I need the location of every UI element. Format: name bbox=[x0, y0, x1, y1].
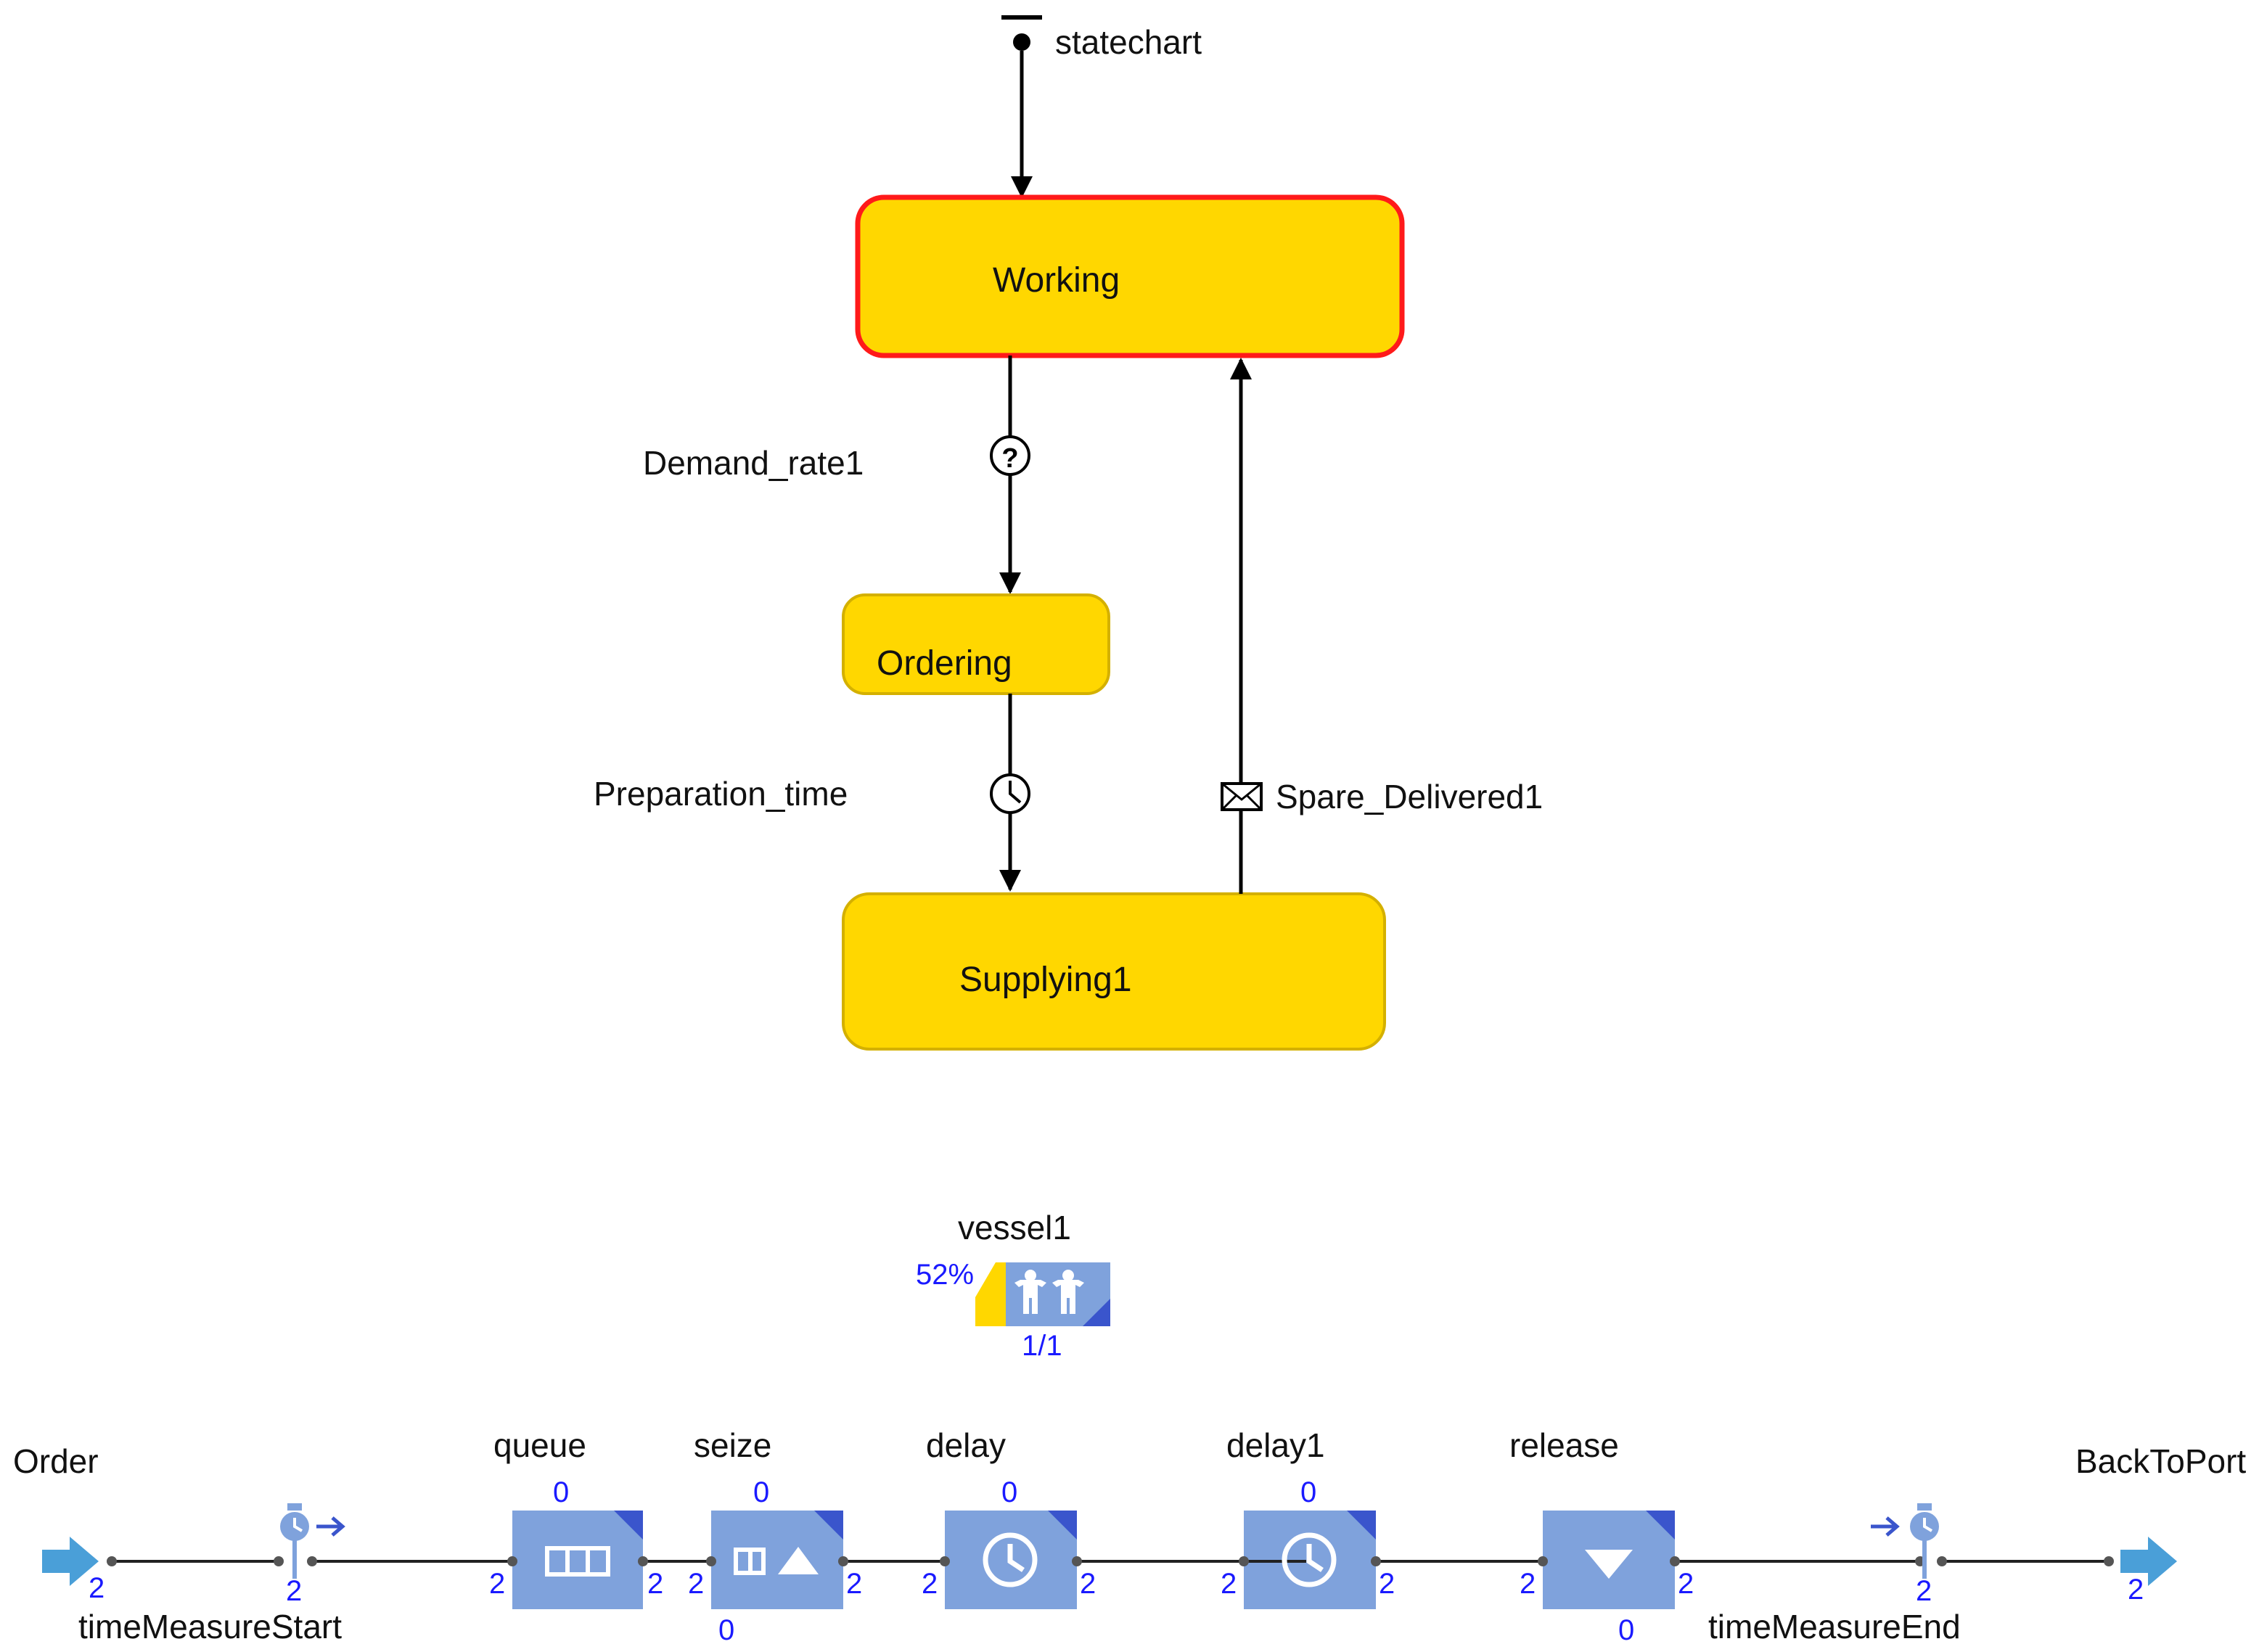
block-delay1-label: delay1 bbox=[1226, 1426, 1325, 1464]
condition-icon-glyph: ? bbox=[1001, 443, 1018, 474]
block-delay-label: delay bbox=[926, 1426, 1006, 1464]
state-supplying[interactable]: Supplying1 bbox=[842, 892, 1386, 1051]
block-release-out-count: 2 bbox=[1678, 1568, 1694, 1600]
time-measure-start[interactable]: 2 timeMeasureStart bbox=[78, 1503, 345, 1645]
block-seize[interactable]: seize 0 2 2 0 bbox=[688, 1426, 862, 1646]
statechart-label: statechart bbox=[1055, 23, 1202, 61]
transition-demand-label: Demand_rate1 bbox=[643, 444, 864, 482]
resource-pool-people-icon bbox=[1014, 1270, 1084, 1314]
resource-pool-corner bbox=[1083, 1299, 1110, 1326]
statechart: statechart Working ? Demand_rate1 Orderi… bbox=[594, 15, 1543, 1051]
resource-pool-utilization: 52% bbox=[916, 1259, 974, 1291]
source-order-label: Order bbox=[13, 1442, 99, 1480]
block-seize-label: seize bbox=[694, 1426, 771, 1464]
seize-icon bbox=[734, 1547, 819, 1575]
block-delay1-in-count: 2 bbox=[1221, 1568, 1237, 1600]
time-measure-start-icon bbox=[280, 1503, 345, 1541]
block-seize-bottom-count: 0 bbox=[718, 1614, 734, 1646]
block-delay-out-count: 2 bbox=[1080, 1568, 1096, 1600]
transition-preparation[interactable]: Preparation_time bbox=[594, 694, 1030, 892]
transition-demand[interactable]: ? Demand_rate1 bbox=[643, 356, 1030, 594]
transition-delivered[interactable]: Spare_Delivered1 bbox=[1221, 358, 1543, 894]
block-queue-out-count: 2 bbox=[647, 1568, 663, 1600]
exit-arrow-icon bbox=[2120, 1537, 2177, 1586]
block-release-bottom-count: 0 bbox=[1618, 1614, 1634, 1646]
resource-pool-name: vessel1 bbox=[958, 1209, 1071, 1246]
state-working[interactable]: Working bbox=[855, 194, 1405, 358]
block-delay1[interactable]: delay1 0 2 2 bbox=[1221, 1426, 1395, 1609]
enter-arrow-icon bbox=[42, 1537, 99, 1586]
block-seize-out-count: 2 bbox=[846, 1568, 862, 1600]
block-queue-label: queue bbox=[493, 1426, 586, 1464]
state-working-label: Working bbox=[993, 261, 1120, 300]
block-delay-in-count: 2 bbox=[922, 1568, 938, 1600]
release-icon bbox=[1585, 1550, 1633, 1579]
block-delay1-out-count: 2 bbox=[1379, 1568, 1395, 1600]
utilization-fill bbox=[975, 1262, 1006, 1326]
source-order-count: 2 bbox=[89, 1572, 104, 1604]
resource-pool-capacity: 1/1 bbox=[1022, 1330, 1062, 1362]
block-queue[interactable]: queue 0 2 2 bbox=[489, 1426, 663, 1609]
process-flow: Order 2 2 timeMeasureStart queue 0 bbox=[13, 1426, 2246, 1646]
block-queue-top-count: 0 bbox=[553, 1476, 569, 1508]
sink-back-to-port[interactable]: BackToPort 2 bbox=[2075, 1442, 2246, 1606]
condition-icon bbox=[990, 435, 1030, 476]
block-release-label: release bbox=[1509, 1426, 1619, 1464]
time-measure-end-icon bbox=[1871, 1503, 1939, 1541]
block-delay1-top-count: 0 bbox=[1300, 1476, 1316, 1508]
state-ordering[interactable]: Ordering bbox=[842, 593, 1110, 695]
block-delay[interactable]: delay 0 2 2 bbox=[922, 1426, 1096, 1609]
message-envelope-icon bbox=[1221, 782, 1263, 811]
state-supplying-label: Supplying1 bbox=[959, 961, 1132, 999]
block-release[interactable]: release 2 2 0 bbox=[1509, 1426, 1694, 1646]
clock-icon bbox=[1282, 1532, 1337, 1587]
statechart-entry-dot[interactable] bbox=[1013, 33, 1030, 51]
state-ordering-label: Ordering bbox=[877, 644, 1012, 683]
block-seize-top-count: 0 bbox=[753, 1476, 769, 1508]
time-measure-end-count: 2 bbox=[1916, 1575, 1932, 1607]
block-seize-in-count: 2 bbox=[688, 1568, 704, 1600]
time-measure-start-label: timeMeasureStart bbox=[78, 1608, 342, 1645]
resource-pool-vessel1[interactable]: vessel1 52% 1/1 bbox=[916, 1209, 1110, 1362]
transition-preparation-label: Preparation_time bbox=[594, 775, 848, 813]
block-delay-top-count: 0 bbox=[1001, 1476, 1017, 1508]
queue-icon bbox=[545, 1546, 610, 1577]
sink-count: 2 bbox=[2128, 1574, 2144, 1606]
time-measure-end[interactable]: 2 timeMeasureEnd bbox=[1708, 1503, 1961, 1645]
block-release-in-count: 2 bbox=[1520, 1568, 1536, 1600]
time-measure-start-count: 2 bbox=[286, 1575, 302, 1607]
transition-delivered-label: Spare_Delivered1 bbox=[1276, 778, 1543, 815]
clock-icon bbox=[983, 1532, 1038, 1587]
sink-label: BackToPort bbox=[2075, 1442, 2246, 1480]
time-measure-end-label: timeMeasureEnd bbox=[1708, 1608, 1961, 1645]
source-order[interactable]: Order 2 bbox=[13, 1442, 117, 1604]
block-queue-in-count: 2 bbox=[489, 1568, 505, 1600]
